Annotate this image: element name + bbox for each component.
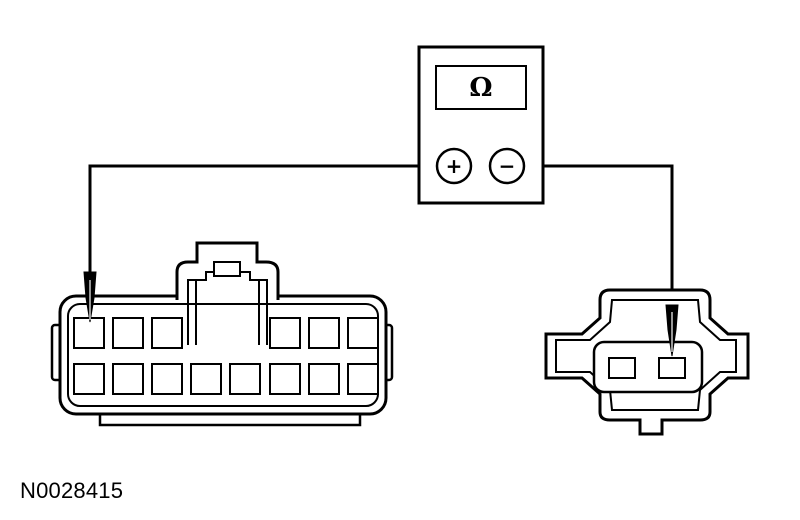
pin-cavity xyxy=(269,363,301,395)
pin-cavity xyxy=(112,317,144,349)
pin-cavity xyxy=(308,363,340,395)
pin-cavity xyxy=(658,357,686,379)
connector-lock-window xyxy=(213,261,241,277)
pin-cavity xyxy=(112,363,144,395)
negative-terminal-label: − xyxy=(499,154,516,178)
two-pin-face xyxy=(592,340,704,394)
multi-pin-connector xyxy=(50,241,394,427)
ohmmeter-display xyxy=(435,65,527,110)
positive-terminal-label: + xyxy=(446,154,463,178)
pin-cavity xyxy=(73,317,105,349)
positive-probe-tip xyxy=(83,271,97,323)
negative-probe-tip xyxy=(665,304,679,357)
ohmmeter: Ω + − xyxy=(417,45,545,205)
pin-cavity xyxy=(269,317,301,349)
positive-terminal xyxy=(435,147,473,185)
ohm-symbol: Ω xyxy=(469,73,492,103)
negative-terminal xyxy=(488,147,526,185)
pin-cavity xyxy=(151,317,183,349)
pin-cavity xyxy=(347,317,379,349)
pin-cavity xyxy=(151,363,183,395)
positive-lead-wire xyxy=(88,164,437,272)
negative-lead-wire xyxy=(524,164,674,305)
pin-cavity xyxy=(347,363,379,395)
pin-cavity xyxy=(229,363,261,395)
two-pin-connector xyxy=(544,288,750,436)
connector-housing-inner xyxy=(67,303,379,407)
figure-id: N0028415 xyxy=(20,478,124,503)
pin-cavity xyxy=(608,357,636,379)
connector-housing-outer xyxy=(58,294,388,416)
pin-cavity xyxy=(308,317,340,349)
pin-cavity xyxy=(73,363,105,395)
two-pin-connector-inner xyxy=(555,299,737,411)
pin-cavity xyxy=(190,363,222,395)
